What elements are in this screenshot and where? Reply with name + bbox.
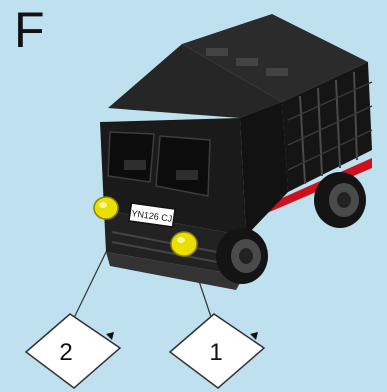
right-headlight: [171, 232, 197, 256]
rear-wheel: [314, 172, 366, 228]
svg-text:1: 1: [209, 339, 222, 366]
callout-card-2: 2: [26, 314, 120, 388]
left-headlight: [94, 197, 118, 219]
svg-text:2: 2: [59, 339, 72, 366]
callout-card-1: 1: [170, 314, 264, 388]
front-wheel: [216, 228, 268, 284]
leader-line-2: [72, 248, 108, 322]
